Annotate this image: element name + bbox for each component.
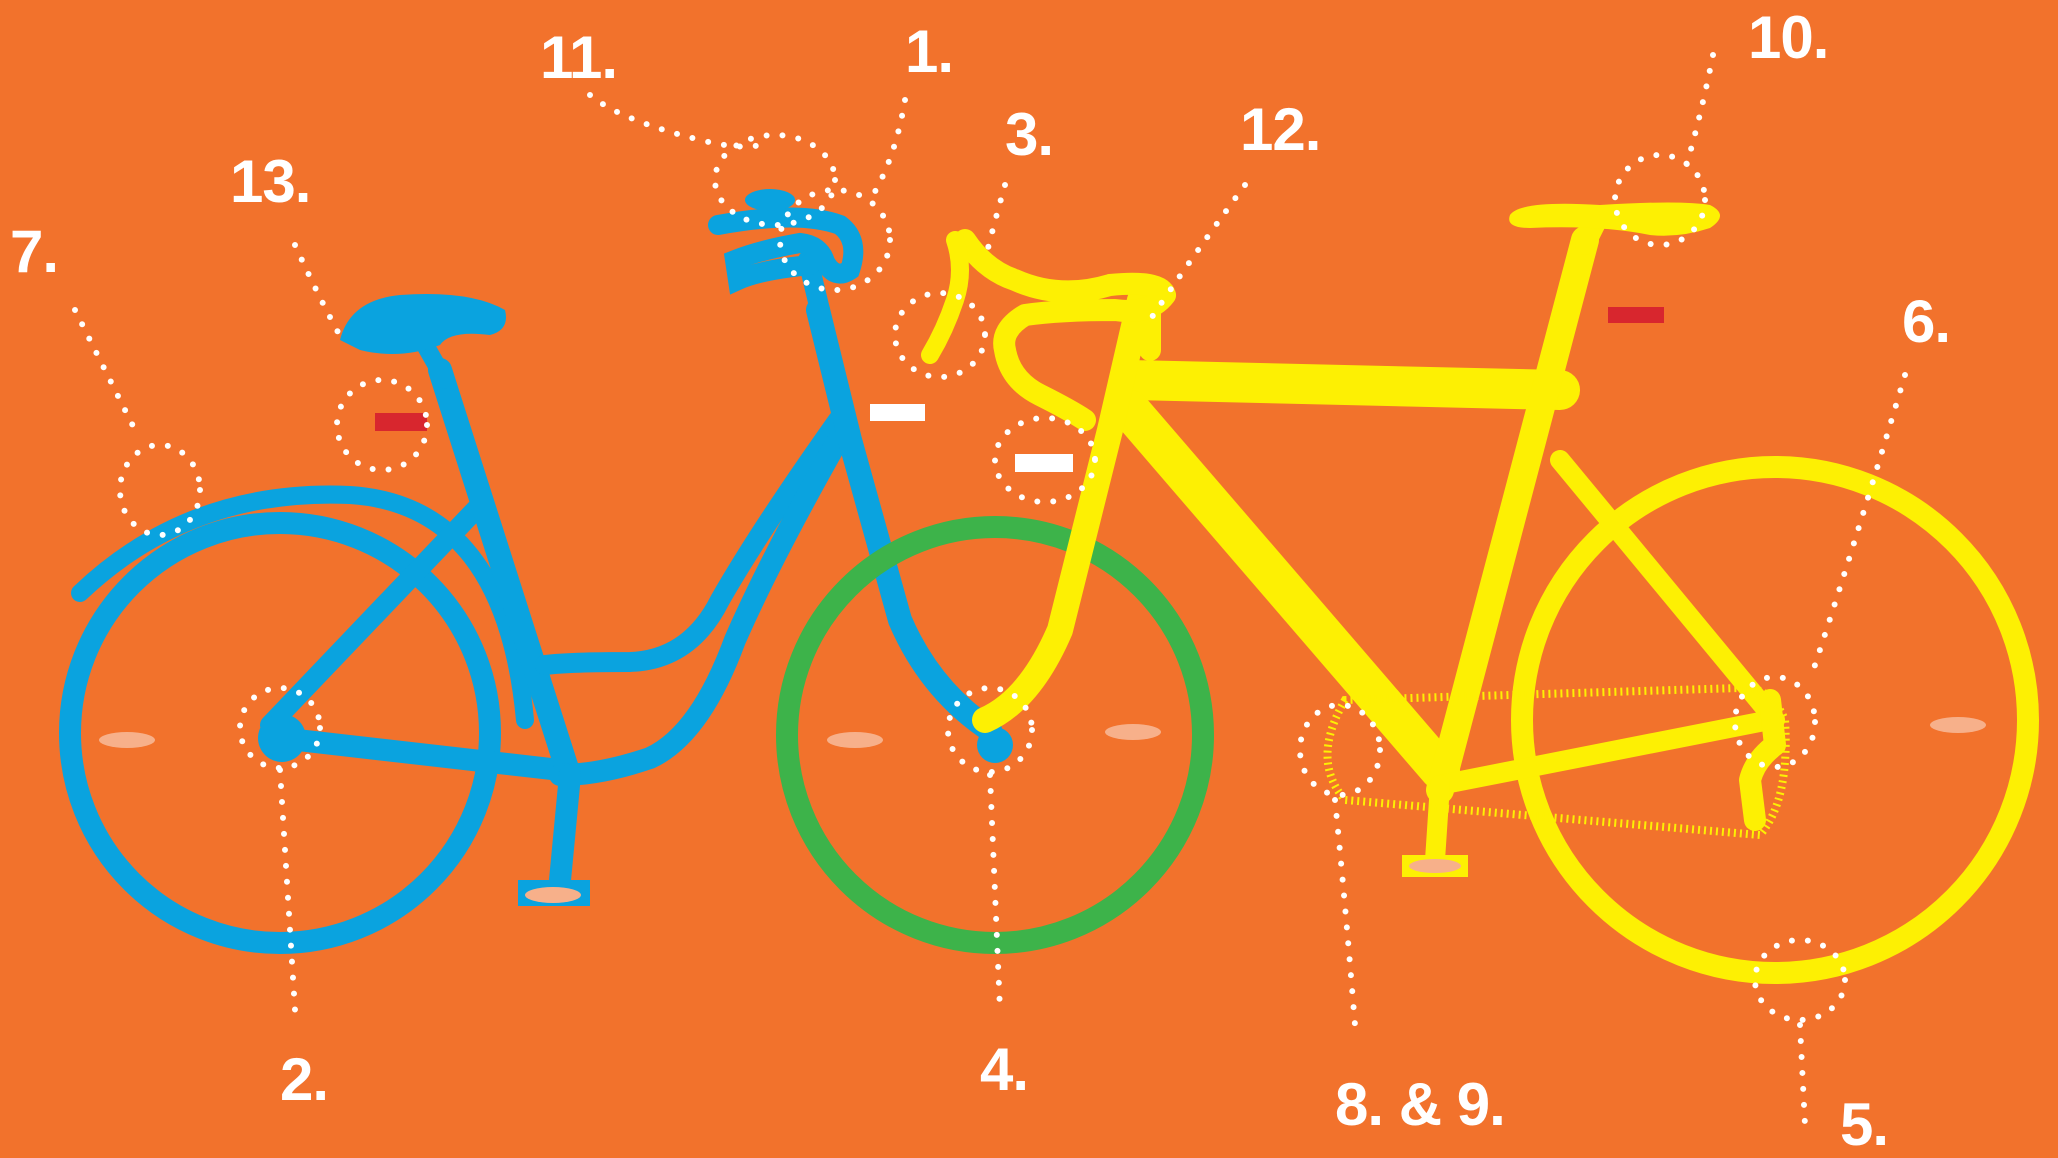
city-bike-handlebar [718,218,853,281]
callout-7: 7. [10,222,58,282]
road-bike-brake-lever [930,240,960,355]
city-bike-pedal-pad [525,887,581,903]
city-bike-rear-reflector [375,413,427,431]
road-bike-chainstay [1440,720,1770,785]
callout-6: 6. [1902,292,1950,352]
road-bike-saddle [1509,203,1720,236]
city-bike-seat-post [425,345,445,380]
city-bike-bell [745,189,795,211]
city-bike-rear-hub [258,714,306,762]
callout-13: 13. [230,152,310,212]
leader-5 [1800,1025,1805,1125]
leader-1 [870,100,905,200]
callout-1: 1. [905,22,953,82]
callout-2: 2. [280,1050,328,1110]
callout-10: 10. [1748,8,1828,68]
road-bike-front-reflector [1015,454,1073,472]
city-bike-rear-spoke-reflector [99,732,155,748]
road-bike-rear-spoke-reflector [1930,717,1986,733]
leader-6 [1810,375,1905,680]
callout-12: 12. [1240,100,1320,160]
callout-5: 5. [1840,1095,1888,1155]
callout-11: 11. [540,28,617,88]
city-bike-seat-tube [440,370,570,778]
callout-3: 3. [1005,105,1053,165]
road-bike-top-tube [1130,380,1560,390]
leader-3 [985,185,1005,260]
road-bike-crank [1435,785,1440,860]
road-bike-down-tube [1130,410,1440,770]
leader-7 [75,310,135,430]
callout-4: 4. [980,1040,1028,1100]
ring-fender [120,445,200,535]
road-bike-pedal-pad [1409,859,1461,873]
leader-4 [990,775,1000,1010]
city-bike-chainstay [280,738,560,770]
city-bike-crank [560,775,570,880]
callout-8-and-9: 8. & 9. [1335,1075,1505,1135]
city-bike-saddle [340,294,506,354]
city-bike [70,260,990,943]
leader-13 [295,245,345,345]
leader-8-9 [1335,800,1355,1025]
road-bike-rear-reflector [1608,307,1664,323]
green-wheel-reflector-left [827,732,883,748]
green-wheel-reflector-right [1105,724,1161,740]
leader-2 [280,770,295,1010]
city-bike-front-reflector [870,404,925,421]
leader-10 [1685,55,1713,170]
leader-11 [590,95,760,147]
